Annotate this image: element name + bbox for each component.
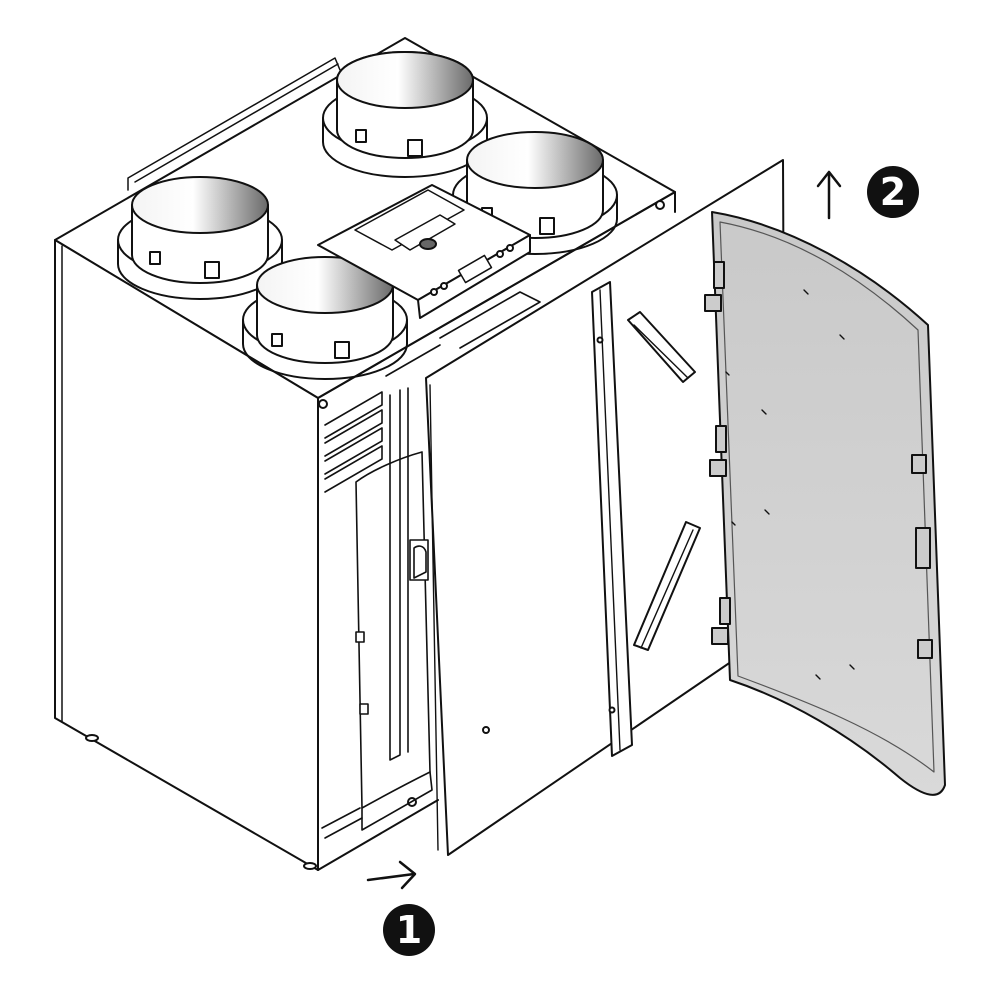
step-2-number: 2: [879, 170, 907, 214]
unit-interior: [321, 291, 541, 839]
control-panel: [317, 184, 531, 319]
vent-slats: [324, 391, 383, 493]
step-1-callout: 1: [383, 904, 435, 956]
arrow-right-icon: [366, 860, 417, 890]
duct-right: [452, 131, 618, 255]
arrow-up-icon: [816, 170, 842, 220]
step-1-number: 1: [395, 908, 423, 952]
step-2-callout: 2: [867, 166, 919, 218]
duct-front: [242, 256, 408, 380]
side-door: [704, 211, 946, 796]
front-panel: [425, 159, 786, 856]
duct-left: [117, 176, 283, 300]
duct-back: [322, 51, 488, 178]
